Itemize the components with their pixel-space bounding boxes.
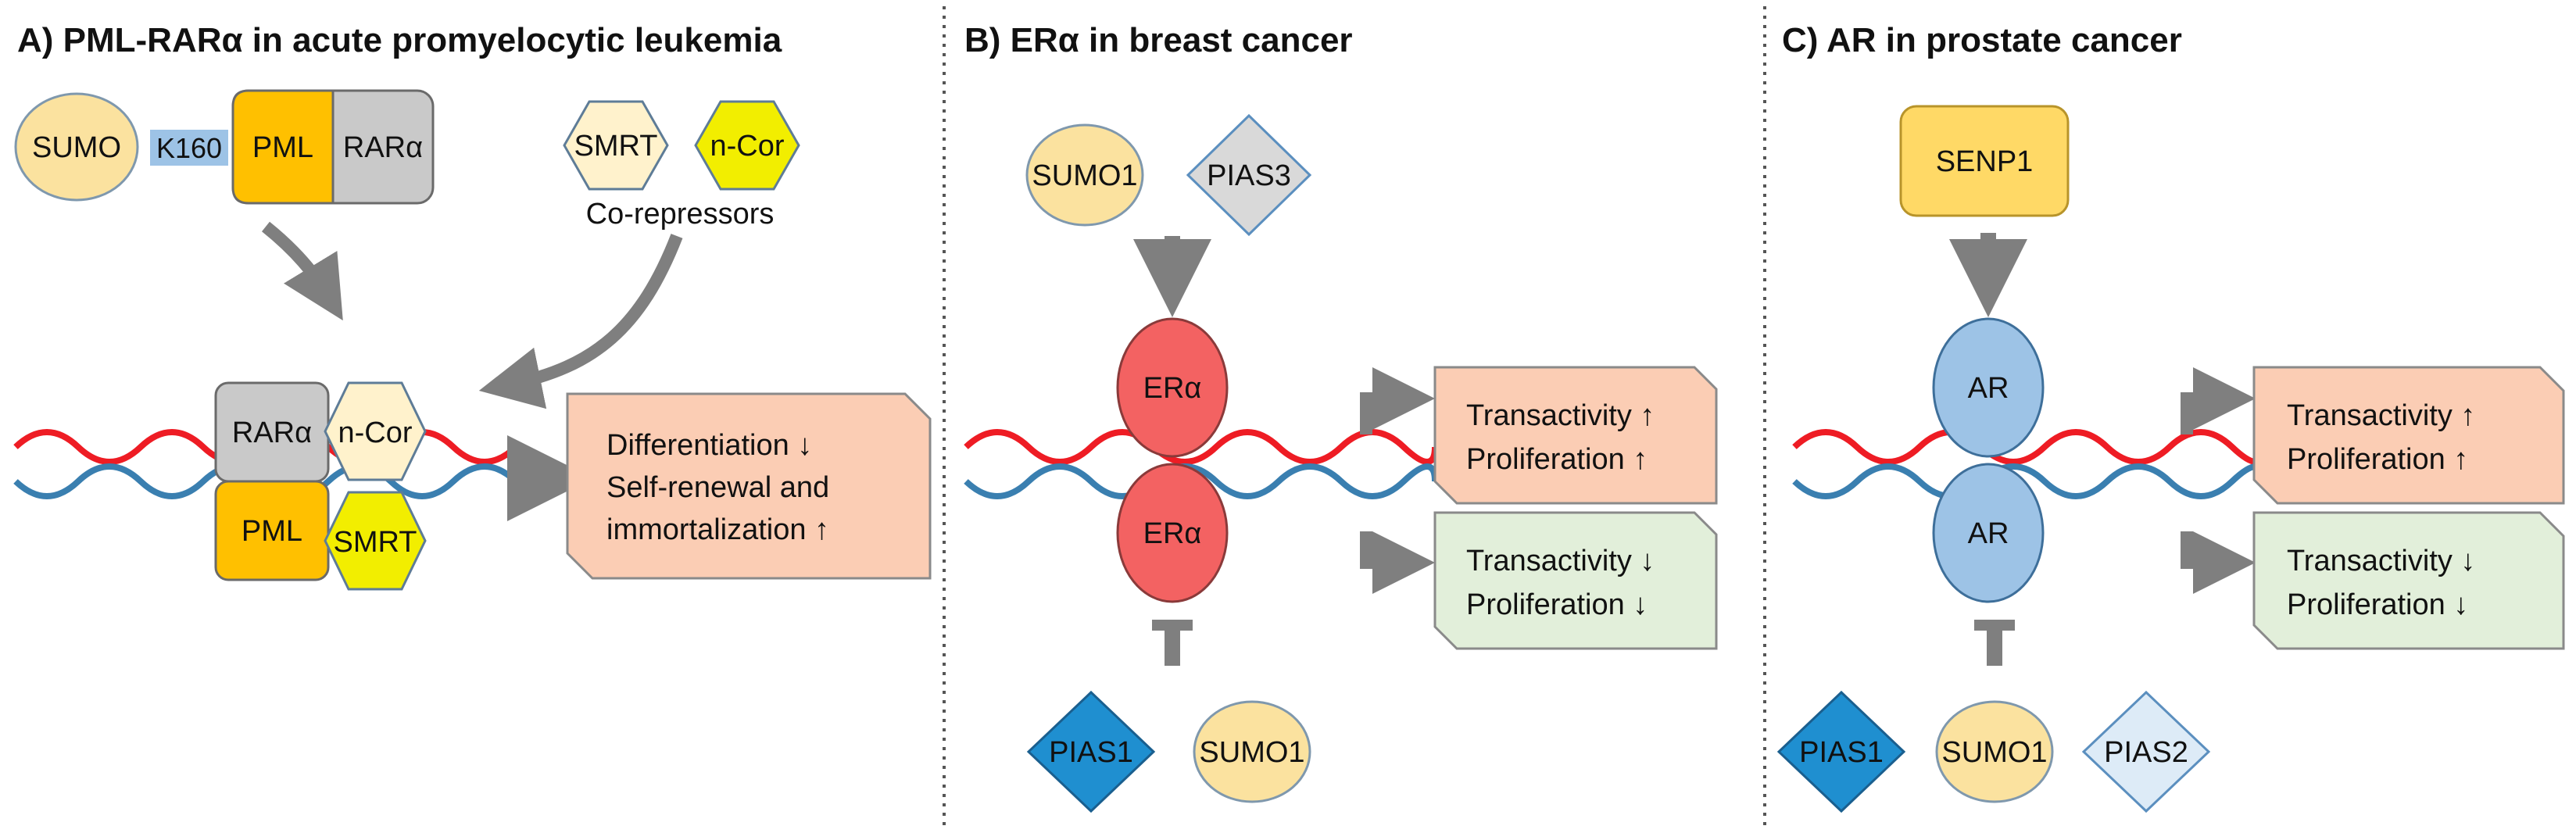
outcome-box-a [566,392,932,580]
er-bottom-node [1116,463,1229,603]
ar-top-label: AR [1968,372,2009,405]
bent-arrow-down-b [1360,531,1435,594]
pias2-label: PIAS2 [2104,736,2188,769]
ar-top-node [1932,317,2045,458]
er-top-label: ERα [1143,372,1202,405]
rar-label: RARα [343,131,423,164]
ncor-label: n-Cor [710,130,784,163]
smrt-hexagon [563,100,669,191]
outcome-a-line2: Self-renewal and [606,471,829,504]
senp1-box [1899,105,2070,217]
sumo1-top-node [1025,123,1144,227]
outcome-a-line3: immortalization ↑ [606,513,829,546]
complex-rar-label: RARα [232,417,312,449]
pias1-label-b: PIAS1 [1049,736,1133,769]
outcome-a-line1: Differentiation ↓ [606,429,812,462]
up-c-line1: Transactivity ↑ [2287,399,2475,432]
down-c-line2: Proliferation ↓ [2287,588,2468,621]
panel-a-title: A) PML-RARα in acute promyelocytic leuke… [17,21,782,59]
sumo-label: SUMO [32,131,121,164]
bent-arrow-down-c [2181,531,2256,594]
down-box-b [1433,511,1718,650]
complex-ncor-hexagon [324,381,427,481]
pml-label: PML [252,131,313,164]
dna-red-strand-c [1792,429,2267,465]
sumo1-top-label: SUMO1 [1032,159,1137,192]
sumo1-label-c: SUMO1 [1941,736,2047,769]
sumo1-node-c [1935,700,2054,803]
sumo1-bottom-label: SUMO1 [1199,736,1304,769]
panel-b: B) ERα in breast cancer SUMO1 PIAS3 ERα … [964,21,1718,813]
bent-arrow-up-c [2181,367,2256,434]
down-b-line2: Proliferation ↓ [1466,588,1648,621]
sumo-node [14,92,139,202]
complex-smrt-hexagon [324,491,427,591]
panel-c-title: C) AR in prostate cancer [1782,21,2182,59]
er-bottom-label: ERα [1143,517,1202,550]
pias1-diamond-b [1026,690,1156,813]
pias1-diamond-c [1776,690,1906,813]
dna-red-strand-b [964,429,1438,465]
bent-arrow-up-b [1360,367,1435,434]
arrow-pml-to-complex [262,221,343,321]
down-c-line1: Transactivity ↓ [2287,545,2475,577]
panel-b-title: B) ERα in breast cancer [964,21,1353,59]
up-b-line2: Proliferation ↑ [1466,443,1648,476]
k160-label: K160 [156,132,222,164]
dna-blue-strand-b [964,463,1438,499]
sumo1-bottom-node [1193,700,1311,803]
complex-ncor-label: n-Cor [338,417,412,449]
down-b-line1: Transactivity ↓ [1466,545,1655,577]
ar-bottom-node [1932,463,2045,603]
pias1-label-c: PIAS1 [1799,736,1884,769]
ar-bottom-label: AR [1968,517,2009,550]
corepressors-label: Co-repressors [586,198,775,231]
arrow-corepressors-to-complex [478,234,683,409]
dna-blue-strand-c [1792,463,2267,499]
pias3-label: PIAS3 [1207,159,1291,192]
panel-a: A) PML-RARα in acute promyelocytic leuke… [13,21,932,591]
k160-badge [150,130,228,166]
er-top-node [1116,317,1229,458]
up-box-b [1433,366,1718,505]
pias3-diamond [1186,113,1312,237]
smrt-label: SMRT [574,130,658,163]
up-b-line1: Transactivity ↑ [1466,399,1655,432]
senp1-label: SENP1 [1936,145,2034,178]
down-box-c [2252,511,2565,650]
pias2-diamond [2081,690,2211,813]
complex-pml-label: PML [242,515,302,548]
up-c-line2: Proliferation ↑ [2287,443,2468,476]
panel-c: C) AR in prostate cancer SENP1 AR AR PIA… [1776,21,2565,813]
pml-segment [231,89,335,205]
ncor-hexagon [694,100,800,191]
complex-pml-box [214,480,330,581]
up-box-c [2252,366,2565,505]
complex-smrt-label: SMRT [334,526,417,559]
